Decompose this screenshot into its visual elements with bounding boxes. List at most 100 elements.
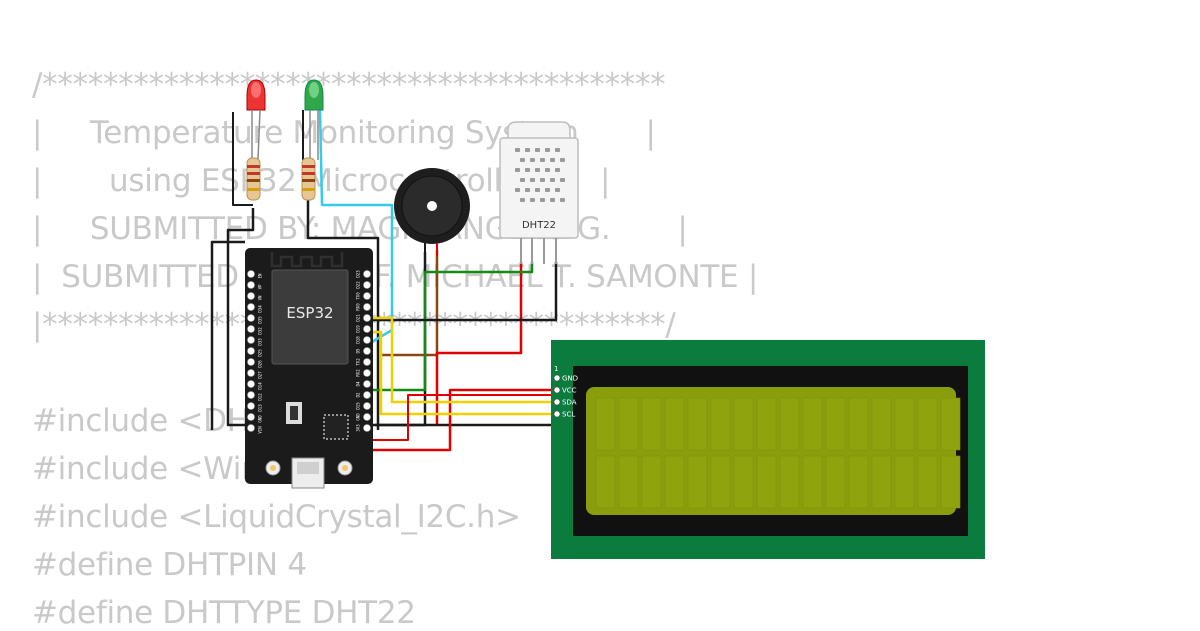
lcd-char-cell: [917, 455, 938, 509]
esp32-pin: [247, 358, 255, 366]
dht22-vent: [560, 158, 565, 162]
code-line: | SUBMITTED BY: MAGIC ANGELO G. |: [32, 211, 688, 247]
esp32-pin-label: D4: [356, 381, 361, 386]
lcd-char-cell: [940, 397, 961, 451]
lcd-char-cell: [710, 397, 731, 451]
esp32-pin-label: D33: [258, 338, 263, 346]
dht22-vent: [555, 188, 560, 192]
esp32-pin: [363, 424, 371, 432]
esp32-pin: [247, 314, 255, 322]
lcd-char-cell: [733, 397, 754, 451]
dht22-vent: [515, 188, 520, 192]
dht22-vent: [535, 168, 540, 172]
lcd-pin-label: GND: [562, 375, 578, 383]
resistor-icon: [301, 157, 316, 201]
esp32-pin-label: D34: [258, 305, 263, 313]
esp32-pin: [247, 424, 255, 432]
lcd-pin-number: 1: [554, 365, 558, 373]
lcd-pin-label: SCL: [562, 411, 575, 419]
dht22-vent: [520, 158, 525, 162]
lcd-char-cell: [664, 397, 685, 451]
dht22-vent: [525, 168, 530, 172]
esp32-pin-label: D32: [258, 327, 263, 335]
wire-buzzer-red: [380, 250, 439, 357]
esp32-pin: [363, 369, 371, 377]
dht22-vent: [540, 158, 545, 162]
esp32-pin: [247, 369, 255, 377]
esp32-left-pin-header: ENVPVND34D35D32D33D25D26D27D14D12D13GNDV…: [247, 270, 263, 434]
esp32-pin-label: 3V3: [356, 424, 361, 432]
esp32-pin: [363, 358, 371, 366]
dht22-vent: [515, 168, 520, 172]
dht22-vent: [515, 148, 520, 152]
esp32-pin: [247, 391, 255, 399]
dht22-sensor-icon: DHT22: [499, 121, 579, 264]
esp32-pin-label: RX0: [356, 303, 361, 311]
esp32-pin-label: D21: [356, 314, 361, 322]
led-red-icon: [246, 79, 266, 161]
esp32-pin-label: D23: [356, 270, 361, 278]
esp32-pin: [363, 292, 371, 300]
esp32-pin: [363, 413, 371, 421]
esp32-pin: [247, 402, 255, 410]
dht22-vent: [530, 158, 535, 162]
lcd-char-cell: [618, 455, 639, 509]
code-line: /***************************************…: [32, 67, 666, 103]
esp32-pin-label: RX2: [356, 369, 361, 377]
lcd-char-cell: [802, 455, 823, 509]
dht22-vent: [535, 188, 540, 192]
esp32-label: ESP32: [286, 304, 333, 322]
esp32-pin-label: VIN: [258, 426, 263, 434]
esp32-pin-label: TX0: [356, 292, 361, 300]
dht22-vent: [530, 178, 535, 182]
wire-lcd-scl: [372, 330, 553, 416]
lcd-pin: [553, 410, 561, 418]
esp32-pin-label: D35: [258, 316, 263, 324]
esp32-pin: [363, 380, 371, 388]
dht22-vent: [520, 178, 525, 182]
esp32-pin-label: D25: [258, 349, 263, 357]
code-line: #define DHTPIN 4: [32, 547, 307, 583]
wire-dht-gnd: [370, 262, 558, 322]
esp32-pin: [363, 391, 371, 399]
dht22-vent: [555, 148, 560, 152]
wire-cyan-led-signal: [318, 109, 394, 344]
dht22-vent: [535, 148, 540, 152]
lcd-char-cell: [894, 397, 915, 451]
lcd-char-cell: [756, 455, 777, 509]
esp32-pin-label: D5: [356, 348, 361, 353]
esp32-pin-label: VP: [258, 284, 263, 289]
wire-dht-vcc: [435, 262, 523, 425]
esp32-pin-label: GND: [356, 413, 361, 421]
wire-buzzer-black: [375, 252, 427, 427]
wire-dht-data: [372, 262, 534, 392]
resistor-icon: [246, 157, 261, 201]
lcd-pin-label: SDA: [562, 399, 577, 407]
lcd-char-cell: [848, 455, 869, 509]
dht22-vent: [525, 188, 530, 192]
lcd-char-cell: [825, 397, 846, 451]
lcd-char-cell: [595, 455, 616, 509]
lcd-char-cell: [848, 397, 869, 451]
led-green-icon: [304, 79, 324, 160]
lcd-char-cell: [687, 455, 708, 509]
lcd-pin: [553, 398, 561, 406]
dht22-vent: [545, 148, 550, 152]
esp32-pin: [363, 270, 371, 278]
esp32-board-icon: ESP32 ENVPVND34D35D32D33D25D26D27D14D12D…: [245, 248, 373, 489]
esp32-pin-label: D18: [356, 336, 361, 344]
esp32-pin: [247, 336, 255, 344]
lcd-char-cell: [894, 455, 915, 509]
wire-red-led-to-board: [210, 240, 245, 430]
esp32-pin-label: D26: [258, 360, 263, 368]
lcd-char-cell: [779, 455, 800, 509]
lcd-char-cell: [871, 455, 892, 509]
esp32-pin: [247, 292, 255, 300]
esp32-pin: [247, 281, 255, 289]
wire-red-led-gnd: [226, 208, 255, 427]
lcd-char-cell: [825, 455, 846, 509]
lcd-char-cell: [595, 397, 616, 451]
esp32-pin: [247, 380, 255, 388]
lcd-character-grid: [595, 397, 961, 509]
